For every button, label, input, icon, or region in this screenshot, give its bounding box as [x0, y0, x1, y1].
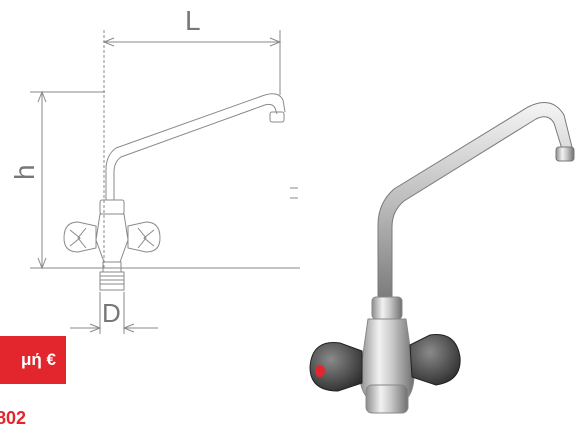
product-code-text: 802 [0, 408, 27, 426]
price-badge: μή € [0, 336, 66, 384]
technical-drawing: L h D [9, 5, 300, 334]
faucet-photo [309, 102, 575, 414]
dimension-l-label: L [185, 5, 201, 36]
dimension-h-label: h [9, 164, 40, 180]
dimension-d-label: D [102, 298, 121, 328]
price-label: μή € [21, 350, 56, 369]
product-code: 802 [0, 402, 60, 426]
